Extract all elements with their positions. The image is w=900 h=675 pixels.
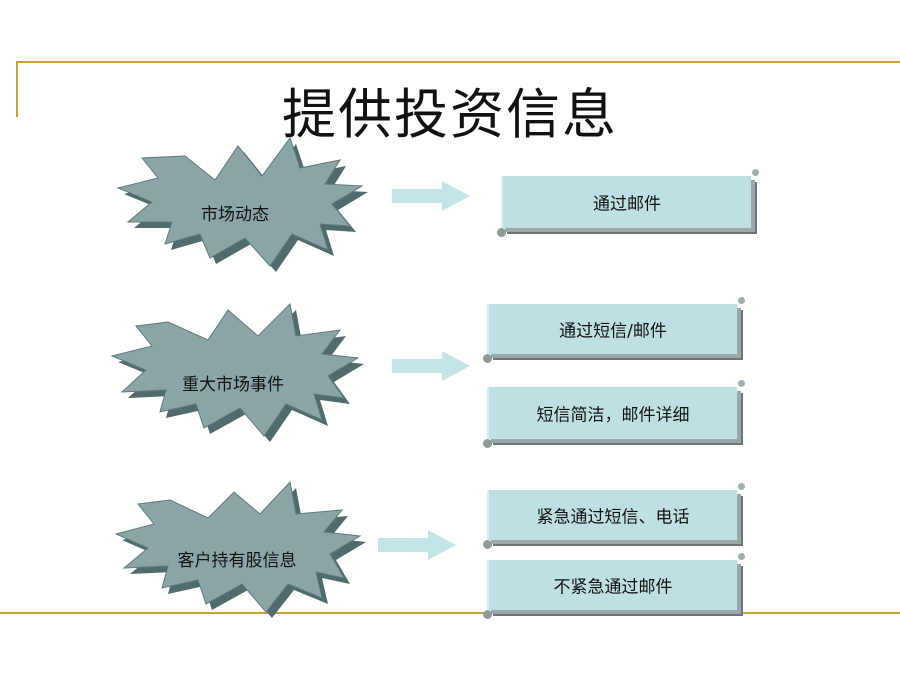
channel-card: 不紧急通过邮件 xyxy=(483,553,745,619)
channel-card: 紧急通过短信、电话 xyxy=(483,483,745,549)
burst-shape xyxy=(116,136,368,272)
left-border-line xyxy=(16,61,18,117)
topic-burst-major-events: 重大市场事件 xyxy=(108,300,364,442)
right-arrow-icon xyxy=(392,351,470,381)
burst-shape xyxy=(110,302,364,442)
top-border-line xyxy=(18,61,900,63)
channel-label: 短信简洁，邮件详细 xyxy=(536,405,690,426)
topic-label: 市场动态 xyxy=(201,205,269,225)
channel-card: 短信简洁，邮件详细 xyxy=(483,380,745,448)
topic-burst-client-holdings: 客户持有股信息 xyxy=(112,480,366,618)
channel-label: 通过邮件 xyxy=(593,194,661,215)
topic-burst-market-news: 市场动态 xyxy=(110,136,368,272)
channel-card: 通过邮件 xyxy=(497,169,759,237)
slide-title: 提供投资信息 xyxy=(282,83,618,146)
channel-label: 通过短信/邮件 xyxy=(559,321,667,342)
right-arrow-icon xyxy=(378,530,456,560)
topic-label: 客户持有股信息 xyxy=(177,551,297,571)
channel-card: 通过短信/邮件 xyxy=(483,297,745,363)
burst-shape xyxy=(114,480,366,618)
right-arrow-icon xyxy=(392,181,470,211)
channel-label: 紧急通过短信、电话 xyxy=(536,507,690,528)
topic-label: 重大市场事件 xyxy=(182,375,284,395)
channel-label: 不紧急通过邮件 xyxy=(553,577,673,598)
bottom-border-line xyxy=(0,612,900,614)
